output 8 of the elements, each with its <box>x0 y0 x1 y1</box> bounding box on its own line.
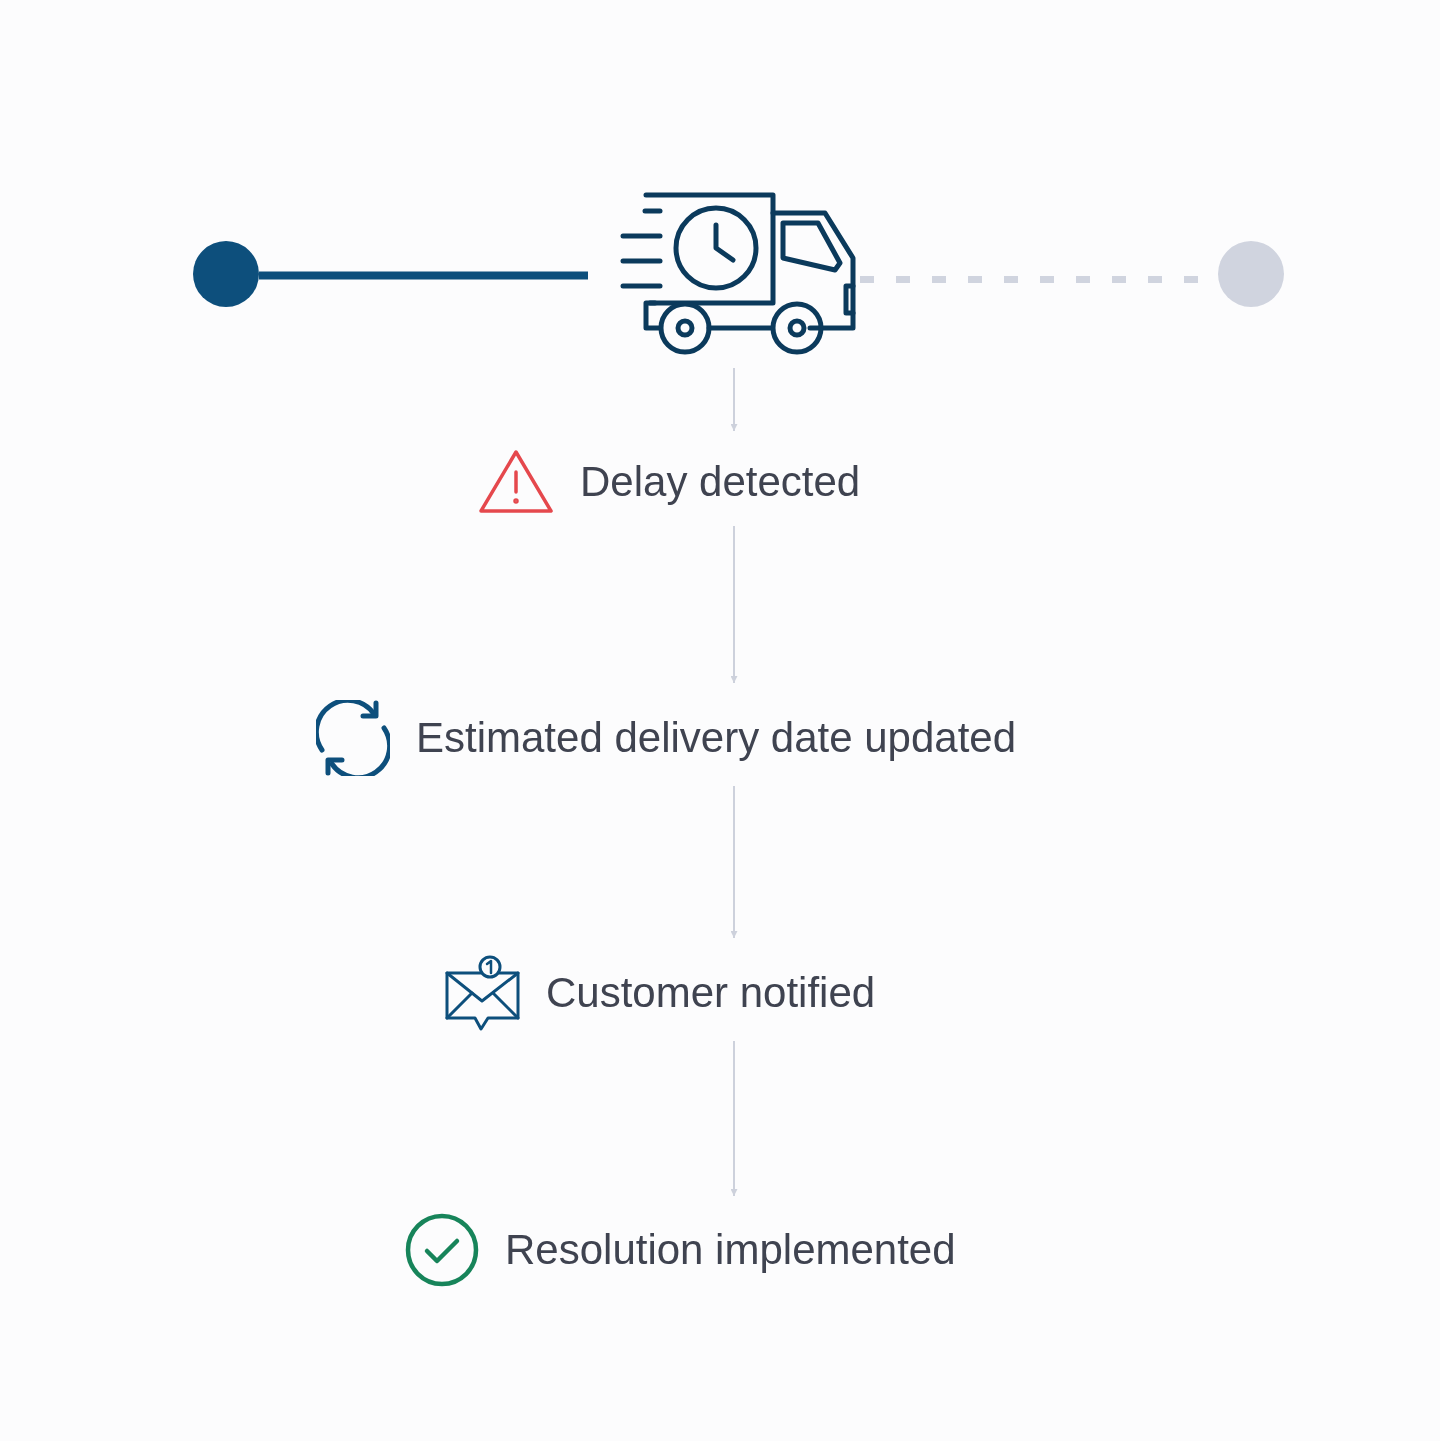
arrow <box>730 367 738 432</box>
step-label: Delay detected <box>580 458 861 506</box>
step-label: Estimated delivery date updated <box>416 714 1017 762</box>
step-label: Customer notified <box>546 969 876 1017</box>
arrow <box>730 1040 738 1197</box>
step-label: Resolution implemented <box>505 1226 956 1274</box>
arrow <box>730 525 738 684</box>
arrow <box>730 785 738 939</box>
